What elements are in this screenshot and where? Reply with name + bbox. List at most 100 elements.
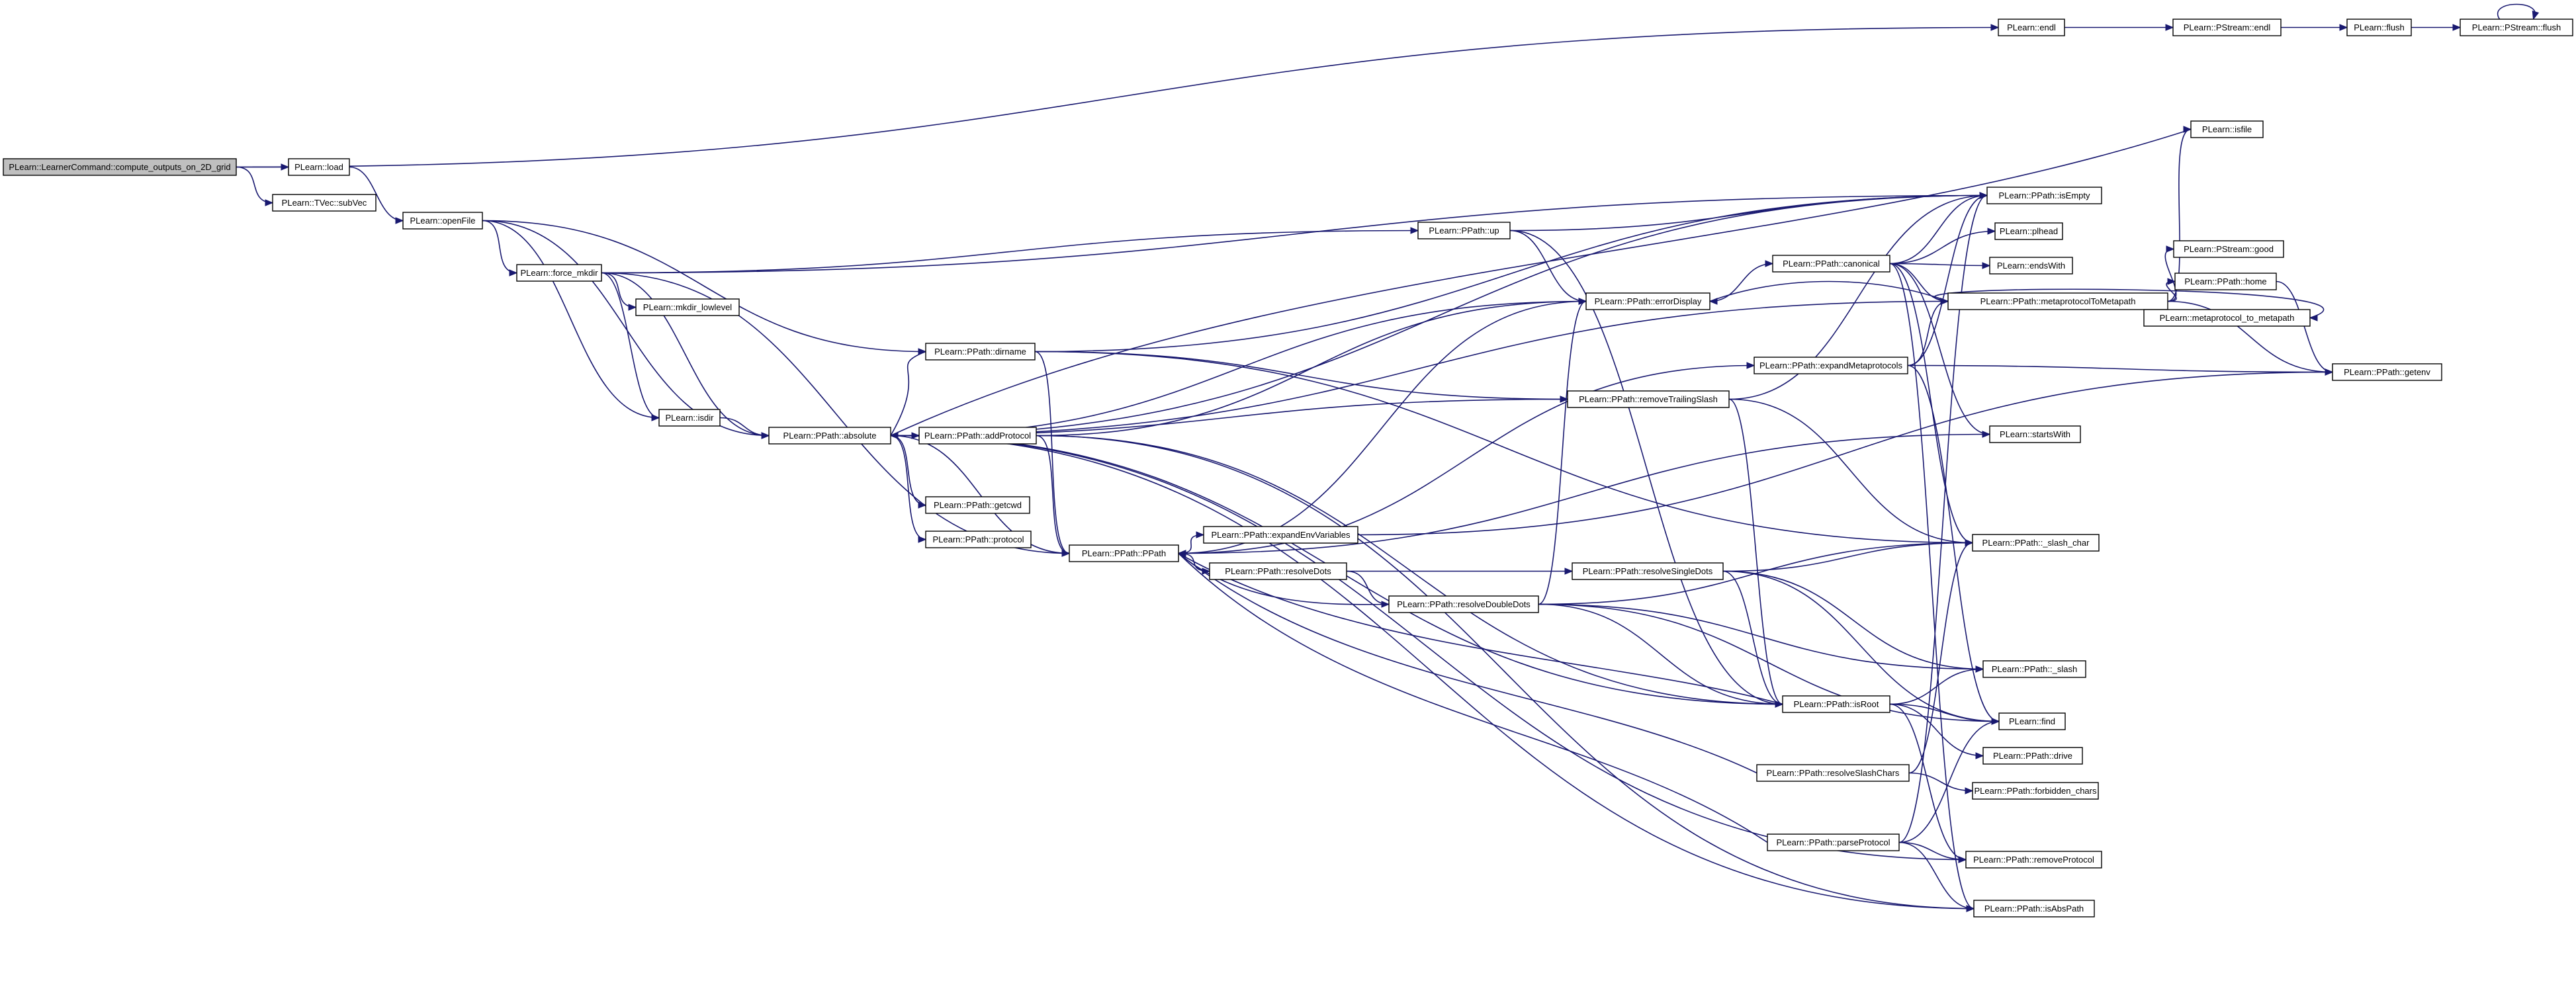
node-box[interactable] — [1982, 747, 2083, 765]
node-plearn-ppath-expandenvvariables[interactable]: PLearn::PPath::expandEnvVariables — [1203, 526, 1358, 544]
edge-resolvedouble-to-find — [1538, 603, 2000, 725]
node-box[interactable] — [1989, 257, 2073, 275]
node-plearn-ppath-removeprotocol[interactable]: PLearn::PPath::removeProtocol — [1965, 851, 2102, 869]
edge-line — [1178, 552, 1783, 705]
node-plearn-ppath-home[interactable]: PLearn::PPath::home — [2174, 273, 2277, 290]
node-plearn-ppath-resolvesingledots[interactable]: PLearn::PPath::resolveSingleDots — [1572, 562, 1724, 580]
node-plearn-endswith[interactable]: PLearn::endsWith — [1989, 257, 2073, 275]
node-box[interactable] — [272, 194, 377, 212]
node-plearn-ppath-ppath[interactable]: PLearn::PPath::PPath — [1069, 544, 1179, 562]
node-plearn-ppath-isabspath[interactable]: PLearn::PPath::isAbsPath — [1973, 900, 2095, 917]
node-box[interactable] — [1965, 851, 2102, 869]
node-plearn-pstream-endl[interactable]: PLearn::PStream::endl — [2172, 19, 2282, 36]
node-plearn-pstream-flush[interactable]: PLearn::PStream::flush — [2460, 19, 2573, 36]
node-box[interactable] — [635, 298, 740, 316]
node-box[interactable] — [1069, 544, 1179, 562]
node-plearn-isfile[interactable]: PLearn::isfile — [2190, 120, 2264, 138]
node-box[interactable] — [1973, 900, 2095, 917]
node-box[interactable] — [402, 212, 483, 230]
edge-line — [1898, 841, 1967, 861]
node-box[interactable] — [1417, 222, 1511, 239]
node-box[interactable] — [1972, 782, 2099, 800]
node-plearn-ppath-up[interactable]: PLearn::PPath::up — [1417, 222, 1511, 239]
edge-line — [1722, 570, 1984, 670]
node-box[interactable] — [2174, 273, 2277, 290]
node-box[interactable] — [1209, 562, 1347, 580]
node-box[interactable] — [3, 158, 237, 176]
node-plearn-pstream-good[interactable]: PLearn::PStream::good — [2173, 240, 2284, 258]
node-plearn-plhead[interactable]: PLearn::plhead — [1994, 222, 2063, 240]
node-plearn-ppath-getcwd[interactable]: PLearn::PPath::getcwd — [925, 496, 1030, 514]
node-plearn-ppath-parseprotocol[interactable]: PLearn::PPath::parseProtocol — [1767, 833, 1900, 851]
node-plearn-ppath-forbidden-chars[interactable]: PLearn::PPath::forbidden_chars — [1972, 782, 2099, 800]
node-box[interactable] — [2143, 309, 2311, 327]
node-box[interactable] — [1585, 292, 1710, 310]
node-box[interactable] — [925, 531, 1032, 548]
node-box[interactable] — [1989, 425, 2081, 443]
node-box[interactable] — [1982, 660, 2086, 678]
node-plearn-ppath-resolveslashchars[interactable]: PLearn::PPath::resolveSlashChars — [1756, 764, 1910, 782]
node-plearn-ppath-slash[interactable]: PLearn::PPath::_slash — [1982, 660, 2086, 678]
node-box[interactable] — [918, 427, 1037, 445]
node-box[interactable] — [1986, 187, 2102, 204]
node-box[interactable] — [2346, 19, 2412, 36]
node-box[interactable] — [1572, 562, 1724, 580]
node-plearn-startswith[interactable]: PLearn::startsWith — [1989, 425, 2081, 443]
node-box[interactable] — [768, 427, 891, 445]
node-box[interactable] — [1388, 595, 1539, 613]
node-plearn-ppath-isroot[interactable]: PLearn::PPath::isRoot — [1782, 695, 1890, 713]
node-plearn-flush[interactable]: PLearn::flush — [2346, 19, 2412, 36]
node-box[interactable] — [288, 158, 350, 176]
edge-arrowhead — [2532, 10, 2540, 21]
node-plearn-isdir[interactable]: PLearn::isdir — [658, 409, 721, 427]
node-box[interactable] — [658, 409, 721, 427]
node-plearn-find[interactable]: PLearn::find — [1998, 712, 2066, 730]
node-plearn-ppath-absolute[interactable]: PLearn::PPath::absolute — [768, 427, 891, 445]
node-box[interactable] — [1782, 695, 1890, 713]
node-box[interactable] — [1754, 357, 1908, 374]
node-box[interactable] — [2190, 120, 2264, 138]
node-box[interactable] — [1998, 712, 2066, 730]
node-label: PLearn::PPath::isRoot — [1794, 699, 1879, 709]
node-box[interactable] — [925, 343, 1036, 361]
node-plearn-tvec-subvec[interactable]: PLearn::TVec::subVec — [272, 194, 377, 212]
node-box[interactable] — [1994, 222, 2063, 240]
node-plearn-force-mkdir[interactable]: PLearn::force_mkdir — [516, 264, 602, 282]
node-box[interactable] — [925, 496, 1030, 514]
node-box[interactable] — [2172, 19, 2282, 36]
edge-dirname-to-ppath — [1034, 351, 1071, 557]
node-plearn-metaprotocol-to-metapath[interactable]: PLearn::metaprotocol_to_metapath — [2143, 309, 2311, 327]
node-box[interactable] — [1767, 833, 1900, 851]
node-box[interactable] — [1772, 255, 1890, 273]
node-plearn-ppath-addprotocol[interactable]: PLearn::PPath::addProtocol — [918, 427, 1037, 445]
node-plearn-mkdir-lowlevel[interactable]: PLearn::mkdir_lowlevel — [635, 298, 740, 316]
node-plearn-endl[interactable]: PLearn::endl — [1998, 19, 2065, 36]
node-box[interactable] — [1203, 526, 1358, 544]
node-box[interactable] — [1567, 390, 1730, 408]
node-box[interactable] — [2460, 19, 2573, 36]
node-plearn-ppath-errordisplay[interactable]: PLearn::PPath::errorDisplay — [1585, 292, 1710, 310]
node-plearn-ppath-expandmetaprotocols[interactable]: PLearn::PPath::expandMetaprotocols — [1754, 357, 1908, 374]
node-plearn-ppath-metaprotocoltometapath[interactable]: PLearn::PPath::metaprotocolToMetapath — [1947, 292, 2168, 310]
node-plearn-ppath-resolvedoubledots[interactable]: PLearn::PPath::resolveDoubleDots — [1388, 595, 1539, 613]
node-box[interactable] — [1947, 292, 2168, 310]
node-box[interactable] — [1998, 19, 2065, 36]
node-plearn-openfile[interactable]: PLearn::openFile — [402, 212, 483, 230]
node-plearn-ppath-drive[interactable]: PLearn::PPath::drive — [1982, 747, 2083, 765]
node-plearn-ppath-dirname[interactable]: PLearn::PPath::dirname — [925, 343, 1036, 361]
node-plearn-ppath-protocol[interactable]: PLearn::PPath::protocol — [925, 531, 1032, 548]
edge-line — [1889, 263, 1990, 435]
node-box[interactable] — [1756, 764, 1910, 782]
node-plearn-ppath-canonical[interactable]: PLearn::PPath::canonical — [1772, 255, 1890, 273]
node-plearn-load[interactable]: PLearn::load — [288, 158, 350, 176]
node-box[interactable] — [2332, 363, 2442, 381]
node-plearn-ppath-resolvedots[interactable]: PLearn::PPath::resolveDots — [1209, 562, 1347, 580]
node-plearn-learnercommand-compute-outputs-on-2d-grid[interactable]: PLearn::LearnerCommand::compute_outputs_… — [3, 158, 237, 176]
node-box[interactable] — [2173, 240, 2284, 258]
node-plearn-ppath-slash-char[interactable]: PLearn::PPath::_slash_char — [1972, 534, 2100, 552]
node-plearn-ppath-getenv[interactable]: PLearn::PPath::getenv — [2332, 363, 2442, 381]
node-plearn-ppath-removetrailingslash[interactable]: PLearn::PPath::removeTrailingSlash — [1567, 390, 1730, 408]
node-box[interactable] — [1972, 534, 2100, 552]
node-plearn-ppath-isempty[interactable]: PLearn::PPath::isEmpty — [1986, 187, 2102, 204]
node-box[interactable] — [516, 264, 602, 282]
